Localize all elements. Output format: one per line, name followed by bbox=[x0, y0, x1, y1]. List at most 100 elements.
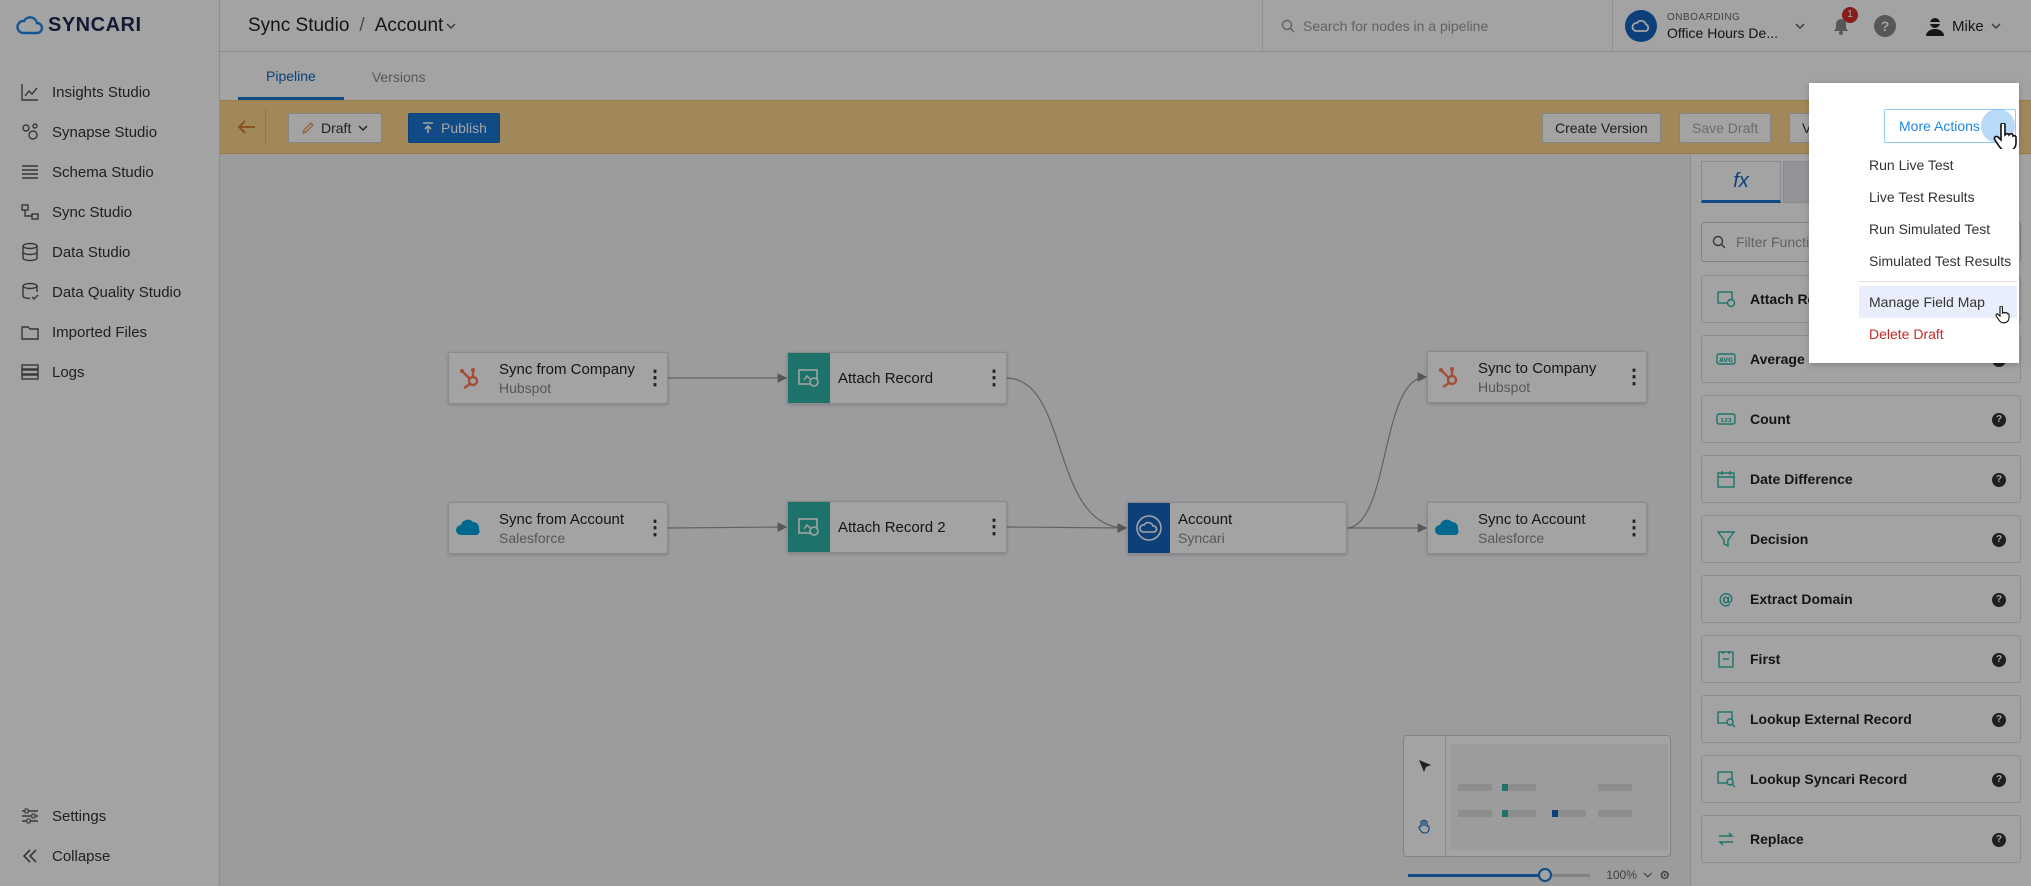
help-icon[interactable]: ? bbox=[1992, 833, 2006, 847]
function-date-difference[interactable]: Date Difference? bbox=[1701, 455, 2021, 503]
edge-attach2-to-account bbox=[1005, 523, 1128, 533]
node-subtitle: Hubspot bbox=[499, 379, 552, 396]
function-label: Replace bbox=[1750, 831, 1804, 847]
syncari-logo[interactable]: SYNCARI bbox=[16, 14, 142, 37]
help-icon[interactable]: ? bbox=[1874, 15, 1896, 37]
notification-badge: 1 bbox=[1842, 7, 1858, 23]
draft-dropdown[interactable]: Draft bbox=[288, 113, 383, 143]
menu-item-delete-draft[interactable]: Delete Draft bbox=[1869, 326, 1944, 342]
sidebar-collapse-button[interactable]: Collapse bbox=[0, 836, 220, 876]
menu-item-run-simulated-test[interactable]: Run Simulated Test bbox=[1869, 221, 1991, 237]
breadcrumb-root[interactable]: Sync Studio bbox=[248, 15, 350, 36]
node-menu-icon[interactable]: ⋮ bbox=[645, 517, 665, 539]
folder-icon bbox=[21, 326, 39, 340]
function-label: Lookup Syncari Record bbox=[1750, 771, 1908, 787]
salesforce-icon bbox=[1428, 503, 1470, 553]
menu-item-simulated-test-results[interactable]: Simulated Test Results bbox=[1869, 253, 2012, 269]
node-title: Attach Record bbox=[838, 369, 934, 387]
create-version-button[interactable]: Create Version bbox=[1542, 113, 1661, 143]
lookup-icon bbox=[1717, 711, 1736, 728]
sidebar-item-logs[interactable]: Logs bbox=[0, 352, 220, 392]
sidebar-item-settings[interactable]: Settings bbox=[0, 796, 220, 836]
bell-icon bbox=[1834, 19, 1848, 35]
help-icon[interactable]: ? bbox=[1992, 533, 2006, 547]
function-lookup-syncari-record[interactable]: Lookup Syncari Record? bbox=[1701, 755, 2021, 803]
workspace-cloud-icon bbox=[1625, 10, 1657, 42]
chevron-down-icon[interactable] bbox=[1643, 870, 1653, 880]
avatar bbox=[1926, 18, 1944, 36]
select-tool-button[interactable] bbox=[1404, 736, 1445, 796]
chart-icon bbox=[21, 84, 38, 101]
chevron-down-icon[interactable] bbox=[445, 20, 457, 32]
function-lookup-external-record[interactable]: Lookup External Record? bbox=[1701, 695, 2021, 743]
notifications-button[interactable]: 1 bbox=[1830, 7, 1858, 37]
sidebar-item-label: Synapse Studio bbox=[52, 123, 158, 141]
function-decision[interactable]: Decision? bbox=[1701, 515, 2021, 563]
sidebar-item-synapse-studio[interactable]: Synapse Studio bbox=[0, 112, 220, 152]
tab-pipeline[interactable]: Pipeline bbox=[238, 52, 344, 100]
node-menu-icon[interactable]: ⋮ bbox=[645, 367, 665, 389]
node-menu-icon[interactable]: ⋮ bbox=[1624, 517, 1644, 539]
back-button[interactable] bbox=[228, 109, 266, 145]
publish-button[interactable]: Publish bbox=[408, 113, 500, 143]
average-icon: AVG bbox=[1716, 353, 1736, 365]
sidebar-item-schema-studio[interactable]: Schema Studio bbox=[0, 152, 220, 192]
tab-versions[interactable]: Versions bbox=[371, 69, 426, 85]
workspace-name: Office Hours De... bbox=[1667, 24, 1779, 41]
sidebar-item-imported-files[interactable]: Imported Files bbox=[0, 312, 220, 352]
sidebar-item-label: Logs bbox=[52, 363, 85, 381]
sidebar-item-data-studio[interactable]: Data Studio bbox=[0, 232, 220, 272]
gear-icon[interactable] bbox=[1659, 869, 1671, 881]
sidebar-item-insights-studio[interactable]: Insights Studio bbox=[0, 72, 220, 112]
sidebar-item-data-quality-studio[interactable]: Data Quality Studio bbox=[0, 272, 220, 312]
breadcrumb-current[interactable]: Account bbox=[374, 15, 444, 36]
function-first[interactable]: First? bbox=[1701, 635, 2021, 683]
node-attach-record[interactable]: Attach Record ⋮ bbox=[787, 352, 1007, 404]
node-search[interactable]: Search for nodes in a pipeline bbox=[1262, 0, 1612, 52]
function-label: Decision bbox=[1750, 531, 1809, 547]
hand-pointer-icon bbox=[1995, 306, 2010, 324]
chevron-down-icon bbox=[1795, 23, 1805, 29]
menu-item-live-test-results[interactable]: Live Test Results bbox=[1869, 189, 1975, 205]
function-extract-domain[interactable]: @Extract Domain? bbox=[1701, 575, 2021, 623]
help-icon[interactable]: ? bbox=[1992, 653, 2006, 667]
sidebar-item-sync-studio[interactable]: Sync Studio bbox=[0, 192, 220, 232]
node-menu-icon[interactable]: ⋮ bbox=[1624, 366, 1644, 388]
sync-icon bbox=[21, 204, 39, 220]
sidebar-nav: Insights Studio Synapse Studio Schema St… bbox=[0, 72, 220, 392]
menu-item-run-live-test[interactable]: Run Live Test bbox=[1869, 157, 1954, 173]
node-menu-icon[interactable]: ⋮ bbox=[984, 516, 1004, 538]
menu-item-manage-field-map[interactable]: Manage Field Map bbox=[1859, 286, 2017, 318]
function-label: Count bbox=[1750, 411, 1791, 427]
zoom-slider[interactable] bbox=[1408, 867, 1591, 882]
help-icon[interactable]: ? bbox=[1992, 593, 2006, 607]
function-replace[interactable]: Replace? bbox=[1701, 815, 2021, 863]
node-attach-record-2[interactable]: Attach Record 2 ⋮ bbox=[787, 501, 1007, 553]
help-icon[interactable]: ? bbox=[1992, 773, 2006, 787]
pan-tool-button[interactable] bbox=[1404, 796, 1445, 856]
minimap[interactable] bbox=[1403, 735, 1671, 857]
edge-attach-to-account bbox=[1005, 377, 1128, 533]
user-menu[interactable]: Mike bbox=[1924, 15, 2002, 37]
logs-icon bbox=[21, 364, 39, 380]
save-draft-button[interactable]: Save Draft bbox=[1679, 113, 1772, 143]
help-icon[interactable]: ? bbox=[1992, 413, 2006, 427]
node-menu-icon[interactable]: ⋮ bbox=[984, 367, 1004, 389]
function-label: First bbox=[1750, 651, 1781, 667]
sidebar-item-label: Data Quality Studio bbox=[52, 283, 182, 301]
sidebar-item-label: Imported Files bbox=[52, 323, 148, 341]
help-icon[interactable]: ? bbox=[1992, 713, 2006, 727]
tab-functions[interactable]: fx bbox=[1701, 161, 1781, 203]
help-icon[interactable]: ? bbox=[1992, 473, 2006, 487]
zoom-slider-handle[interactable] bbox=[1537, 867, 1552, 882]
edge-account-to-sync-company bbox=[1345, 372, 1428, 529]
more-actions-button[interactable]: More Actions bbox=[1884, 109, 2016, 143]
workspace-selector[interactable]: ONBOARDING Office Hours De... bbox=[1612, 0, 1824, 52]
